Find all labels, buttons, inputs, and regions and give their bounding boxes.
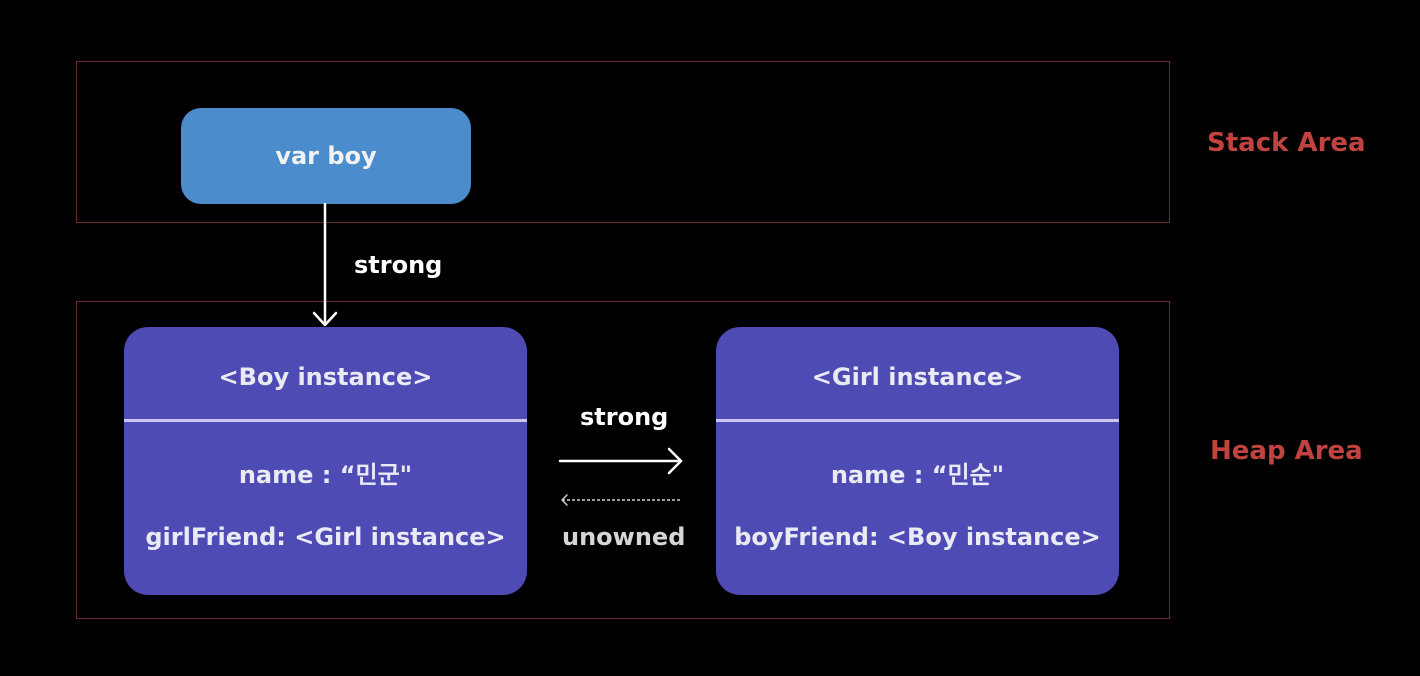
stack-area-box (76, 61, 1170, 223)
boy-name-field: name : “민군" (238, 461, 413, 489)
girl-instance-box: <Girl instance> name : “민순" boyFriend: <… (716, 327, 1119, 595)
strong-reference-label-stack: strong (354, 251, 443, 279)
girl-instance-title: <Girl instance> (811, 363, 1024, 391)
stack-area-label: Stack Area (1207, 128, 1366, 158)
boy-girlfriend-field: girlFriend: <Girl instance> (145, 523, 506, 551)
unowned-reference-label: unowned (562, 523, 686, 551)
girl-instance-divider (716, 419, 1119, 422)
var-boy-box: var boy (181, 108, 471, 204)
girl-name-field: name : “민순" (830, 461, 1005, 489)
girl-boyfriend-field: boyFriend: <Boy instance> (734, 523, 1101, 551)
boy-instance-box: <Boy instance> name : “민군" girlFriend: <… (124, 327, 527, 595)
heap-area-box (76, 301, 1170, 619)
var-boy-label: var boy (275, 142, 377, 170)
boy-instance-title: <Boy instance> (218, 363, 433, 391)
heap-area-label: Heap Area (1210, 436, 1363, 466)
strong-reference-label-heap: strong (580, 403, 669, 431)
boy-instance-divider (124, 419, 527, 422)
